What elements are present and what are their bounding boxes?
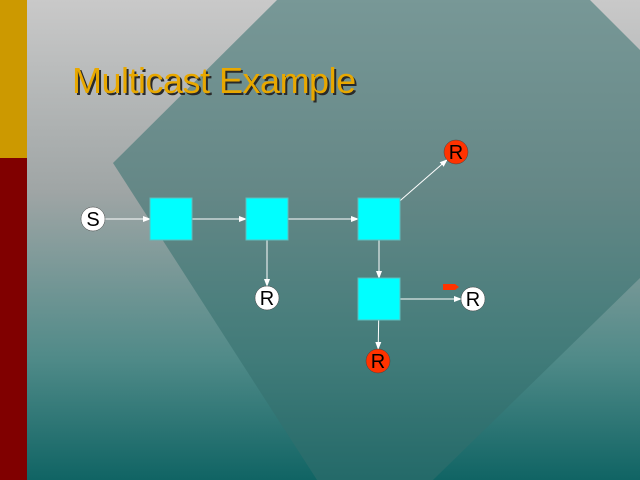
node-label: R — [466, 289, 480, 311]
router-node-r1 — [149, 197, 193, 241]
host-circle — [80, 206, 106, 232]
receiver-node-R4: R — [365, 348, 391, 374]
accent-bar-maroon — [0, 158, 27, 480]
host-circle — [443, 139, 469, 165]
links — [105, 159, 462, 351]
router-node-r2 — [245, 197, 289, 241]
host-circle — [365, 348, 391, 374]
node-label: R — [449, 142, 463, 164]
receiver-node-R1: R — [443, 139, 469, 165]
nodes: S R R R R — [80, 139, 486, 374]
receiver-node-R2: R — [254, 285, 280, 311]
packet-icon — [443, 284, 459, 290]
receiver-node-R3: R — [460, 286, 486, 312]
packets — [443, 284, 459, 290]
host-circle — [460, 286, 486, 312]
router-node-r3 — [357, 197, 401, 241]
slide-title: Multicast Example — [72, 60, 356, 101]
node-label: R — [371, 351, 385, 373]
link-r3-R1 — [399, 159, 448, 202]
router-node-r4 — [357, 277, 401, 321]
node-label: R — [260, 288, 274, 310]
node-label: S — [86, 209, 99, 231]
sender-node: S — [80, 206, 106, 232]
host-circle — [254, 285, 280, 311]
accent-bar-gold — [0, 0, 27, 158]
